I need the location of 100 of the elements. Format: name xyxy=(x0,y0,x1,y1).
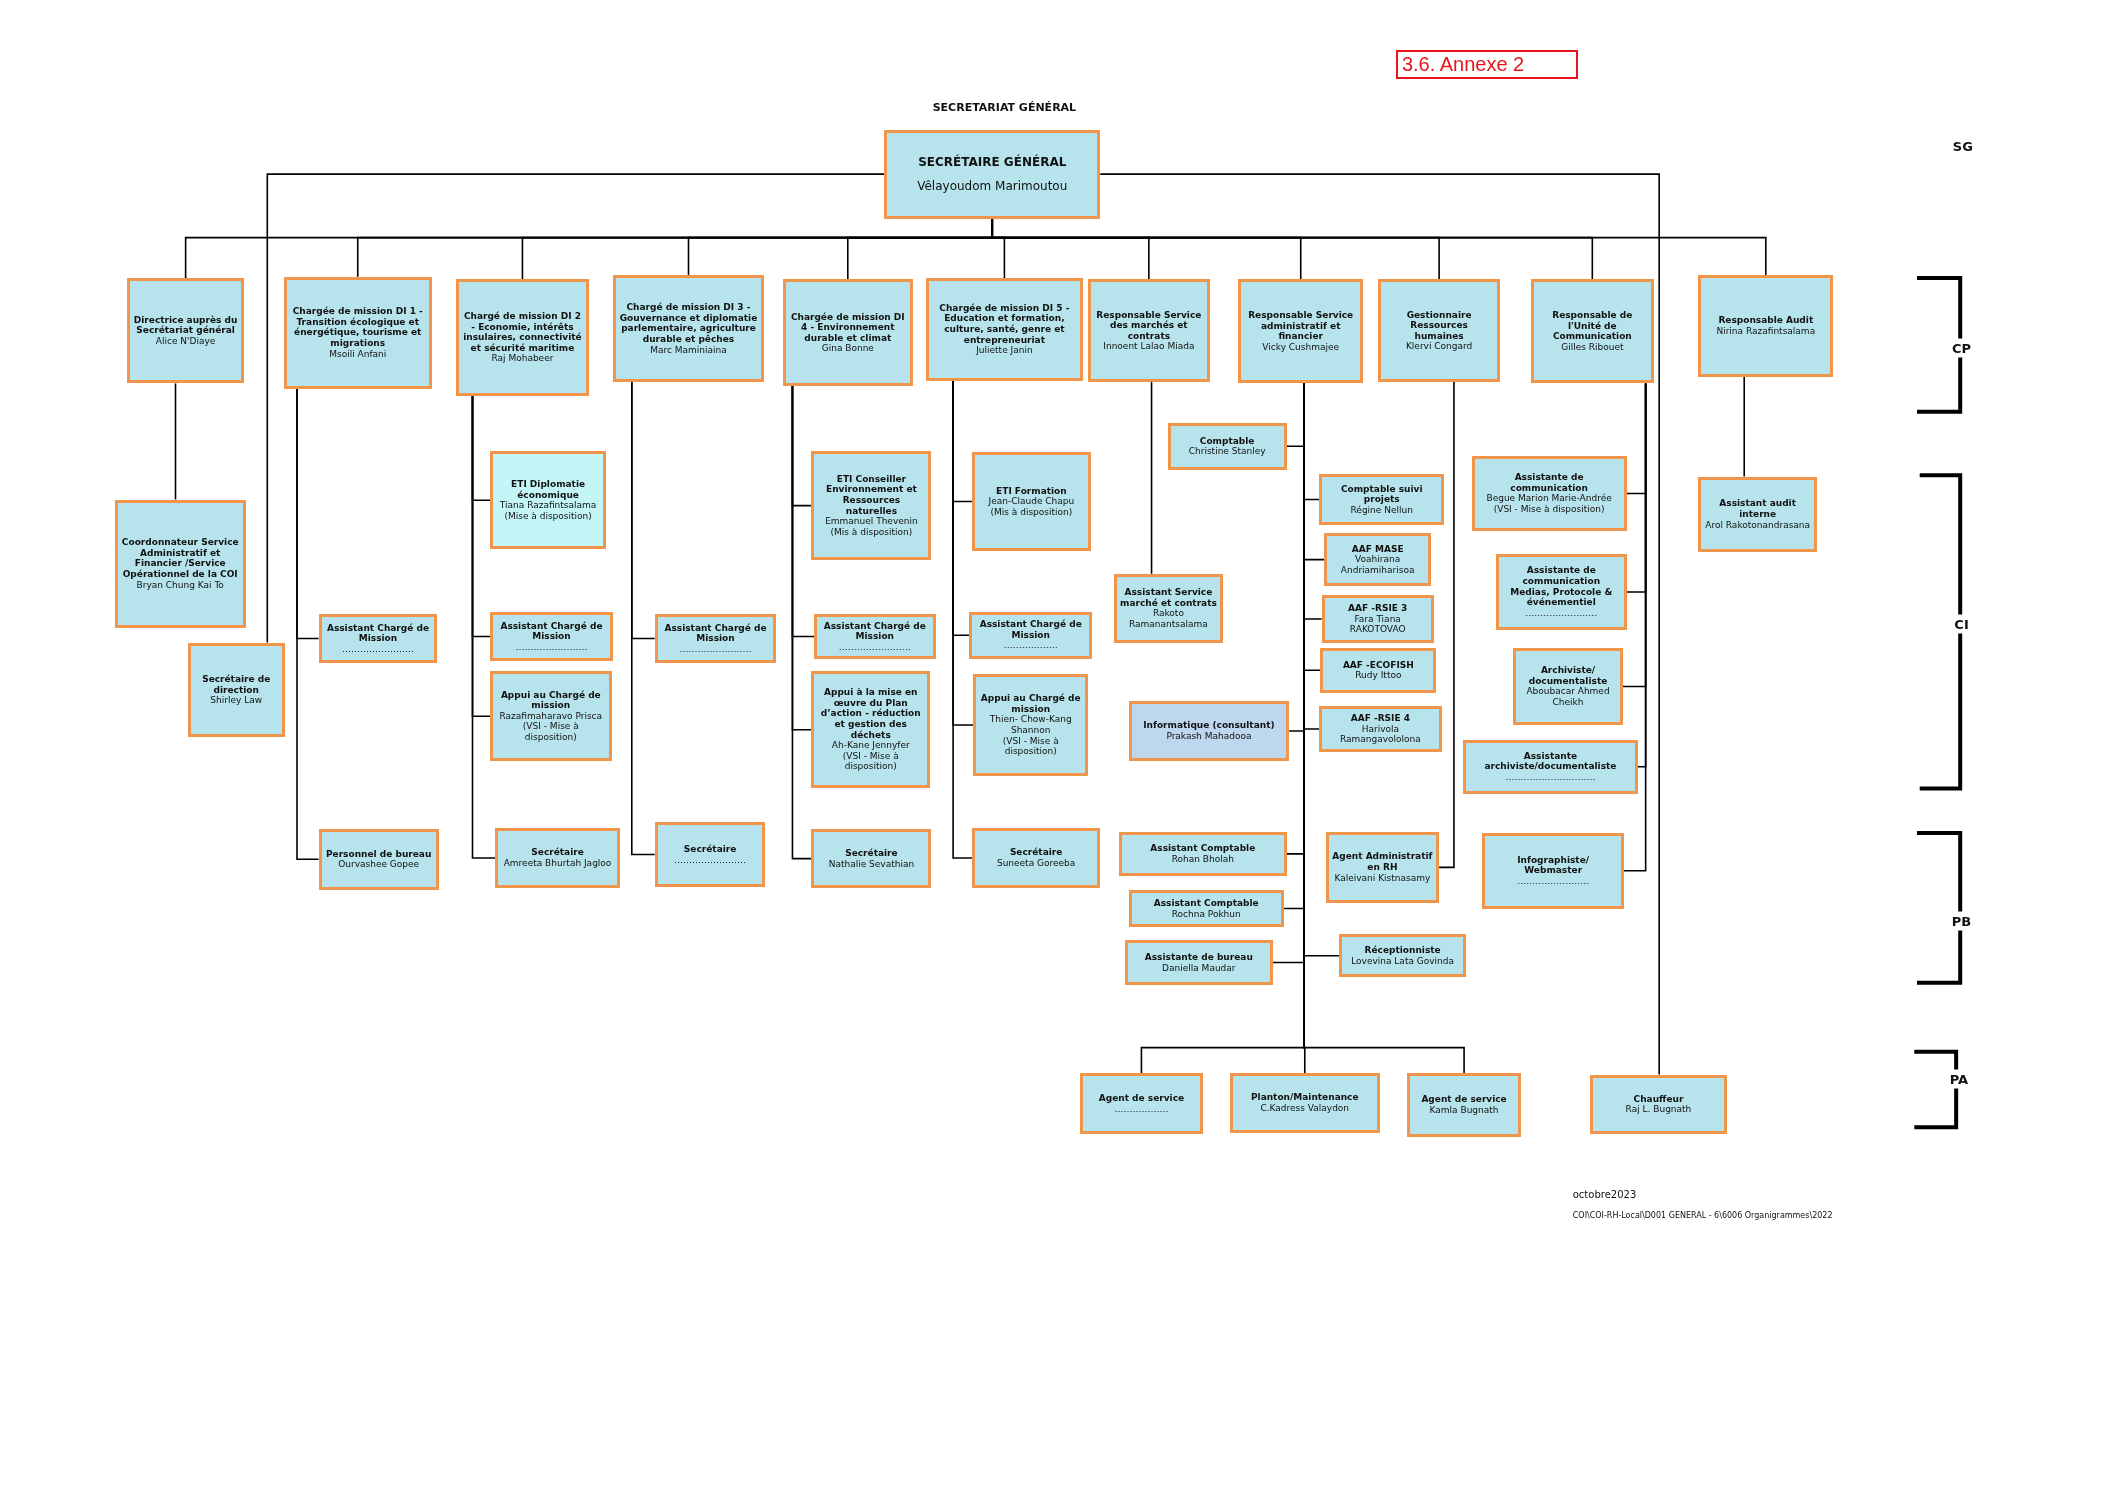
org-box xyxy=(884,129,1101,219)
staff-name: (VSI - Mise à disposition) xyxy=(841,750,900,773)
org-box xyxy=(1080,1073,1203,1134)
org-box xyxy=(490,670,612,762)
annex-label: 3.6. Annexe 2 xyxy=(1395,49,1578,79)
org-box xyxy=(1698,275,1834,377)
job-title: ETI Formation xyxy=(996,485,1067,497)
staff-name: Raj Mohabeer xyxy=(491,353,554,364)
org-box xyxy=(1321,595,1434,643)
job-title: Secrétaire xyxy=(683,843,737,855)
staff-name: Vicky Cushmajee xyxy=(1262,342,1340,353)
staff-name: …………………… xyxy=(1525,607,1598,619)
staff-name: …………………… xyxy=(674,854,747,866)
staff-name: Emmanuel Thevenin xyxy=(825,516,918,527)
org-box xyxy=(973,673,1089,777)
org-box xyxy=(1482,832,1625,909)
org-box xyxy=(1463,739,1638,794)
staff-name: …………………… xyxy=(342,643,414,655)
staff-name: Thien- Chow-Kang Shannon xyxy=(988,714,1073,736)
org-box xyxy=(814,614,936,659)
job-title: Appui au Chargé de mission xyxy=(979,693,1082,715)
staff-name: Ourvashee Gopee xyxy=(338,859,420,870)
connector-line xyxy=(1743,375,1745,478)
org-box xyxy=(187,642,285,738)
staff-name: Christine Stanley xyxy=(1188,446,1266,457)
org-box xyxy=(490,611,613,662)
staff-name: Marc Maminiaina xyxy=(650,344,727,356)
org-box xyxy=(612,275,765,383)
staff-name: Msoili Anfani xyxy=(329,348,387,360)
staff-name: (Mis à disposition) xyxy=(830,526,913,538)
staff-name: Alice N'Diaye xyxy=(155,336,216,347)
job-title: Chauffeur xyxy=(1633,1093,1684,1105)
org-box xyxy=(1324,533,1431,586)
connector-line xyxy=(471,394,497,859)
staff-name: C.Kadress Valaydon xyxy=(1260,1102,1350,1114)
org-box xyxy=(811,450,932,561)
org-box xyxy=(1229,1073,1380,1133)
staff-name: Harivola Ramangavololona xyxy=(1338,723,1422,745)
connector-line xyxy=(1623,382,1647,872)
staff-name: (VSI - Mise à disposition) xyxy=(1001,735,1060,757)
org-box xyxy=(1320,648,1437,693)
org-box xyxy=(1339,934,1467,978)
bracket-label: PA xyxy=(1949,1069,1969,1089)
staff-name: Lovevina Lata Govinda xyxy=(1351,955,1455,967)
staff-name: Ah-Kane Jennyfer xyxy=(831,740,910,751)
job-title: Chargée de mission DI 4 - Environnement durable et climat xyxy=(789,311,906,344)
staff-name: Shirley Law xyxy=(210,695,263,706)
job-title: AAF MASE xyxy=(1351,543,1404,555)
staff-name: Fara Tiana RAKOTOVAO xyxy=(1348,613,1407,635)
staff-name: (Mise à disposition) xyxy=(504,510,592,522)
job-title: Appui à la mise en œuvre du Plan d’action - réduction et gestion des déchets xyxy=(819,687,922,741)
bracket-label: CI xyxy=(1954,614,1969,634)
job-title: Planton/Maintenance xyxy=(1250,1092,1359,1103)
staff-name: Bryan Chung Kai To xyxy=(136,579,224,591)
job-title: Assistant Comptable xyxy=(1150,843,1256,854)
job-title: Informatique (consultant) xyxy=(1143,720,1275,731)
org-box xyxy=(1495,553,1627,631)
job-title: Secrétaire xyxy=(531,847,584,858)
staff-name: Juliette Janin xyxy=(976,345,1033,356)
job-title: Infographiste/ Webmaster xyxy=(1516,854,1591,877)
job-title: ETI Diplomatie économique xyxy=(510,478,587,501)
job-title: Secrétaire xyxy=(1009,847,1063,858)
job-title: Assistant Chargé de Mission xyxy=(325,622,431,644)
job-title: Appui au Chargé de mission xyxy=(499,689,602,711)
connector-line xyxy=(631,381,656,856)
org-box xyxy=(1530,279,1654,384)
staff-name: Innoent Lalao Miada xyxy=(1103,341,1195,352)
job-title: Secrétaire de direction xyxy=(201,673,272,696)
staff-name: (VSI - Mise à disposition) xyxy=(521,721,580,743)
staff-name: Klervi Congard xyxy=(1405,341,1473,352)
section-label: SG xyxy=(1952,138,1973,154)
staff-name: …………………… xyxy=(679,643,752,655)
staff-name: (Mis à disposition) xyxy=(990,506,1073,518)
org-box xyxy=(926,278,1083,381)
org-box xyxy=(972,827,1101,889)
org-box xyxy=(1378,279,1500,383)
org-box xyxy=(1128,889,1284,928)
job-title: Assistant Chargé de Mission xyxy=(663,622,768,644)
staff-name: Suneeta Goreeba xyxy=(996,857,1076,869)
job-title: Chargée de mission DI 1 -Transition écologique et énergétique, tourisme et migrations xyxy=(291,306,424,349)
staff-name: Begue Marion Marie-Andrée xyxy=(1486,493,1612,505)
job-title: Assistant Chargé de Mission xyxy=(822,620,927,642)
org-box xyxy=(490,450,607,550)
job-title: Gestionnaire Ressources humaines xyxy=(1405,309,1473,342)
org-box xyxy=(1088,279,1210,383)
staff-name: ……………… xyxy=(1003,640,1058,652)
staff-name: …………………… xyxy=(515,641,588,653)
staff-name: Razafimaharavo Prisca xyxy=(499,710,603,722)
org-box xyxy=(1237,279,1364,384)
connector-line xyxy=(1099,173,1660,1076)
org-box xyxy=(1119,831,1287,877)
staff-name: Régine Nellun xyxy=(1350,504,1413,516)
org-box xyxy=(126,278,245,384)
job-title: Assistante de bureau xyxy=(1144,951,1253,963)
org-box xyxy=(1113,573,1224,643)
date-note: octobre2023 xyxy=(1572,1189,1637,1201)
bracket-label: PB xyxy=(1951,911,1972,931)
job-title: SECRÉTAIRE GÉNÉRAL xyxy=(918,153,1067,172)
staff-name: Vêlayoudom Marimoutou xyxy=(917,178,1068,196)
org-box xyxy=(318,828,439,890)
